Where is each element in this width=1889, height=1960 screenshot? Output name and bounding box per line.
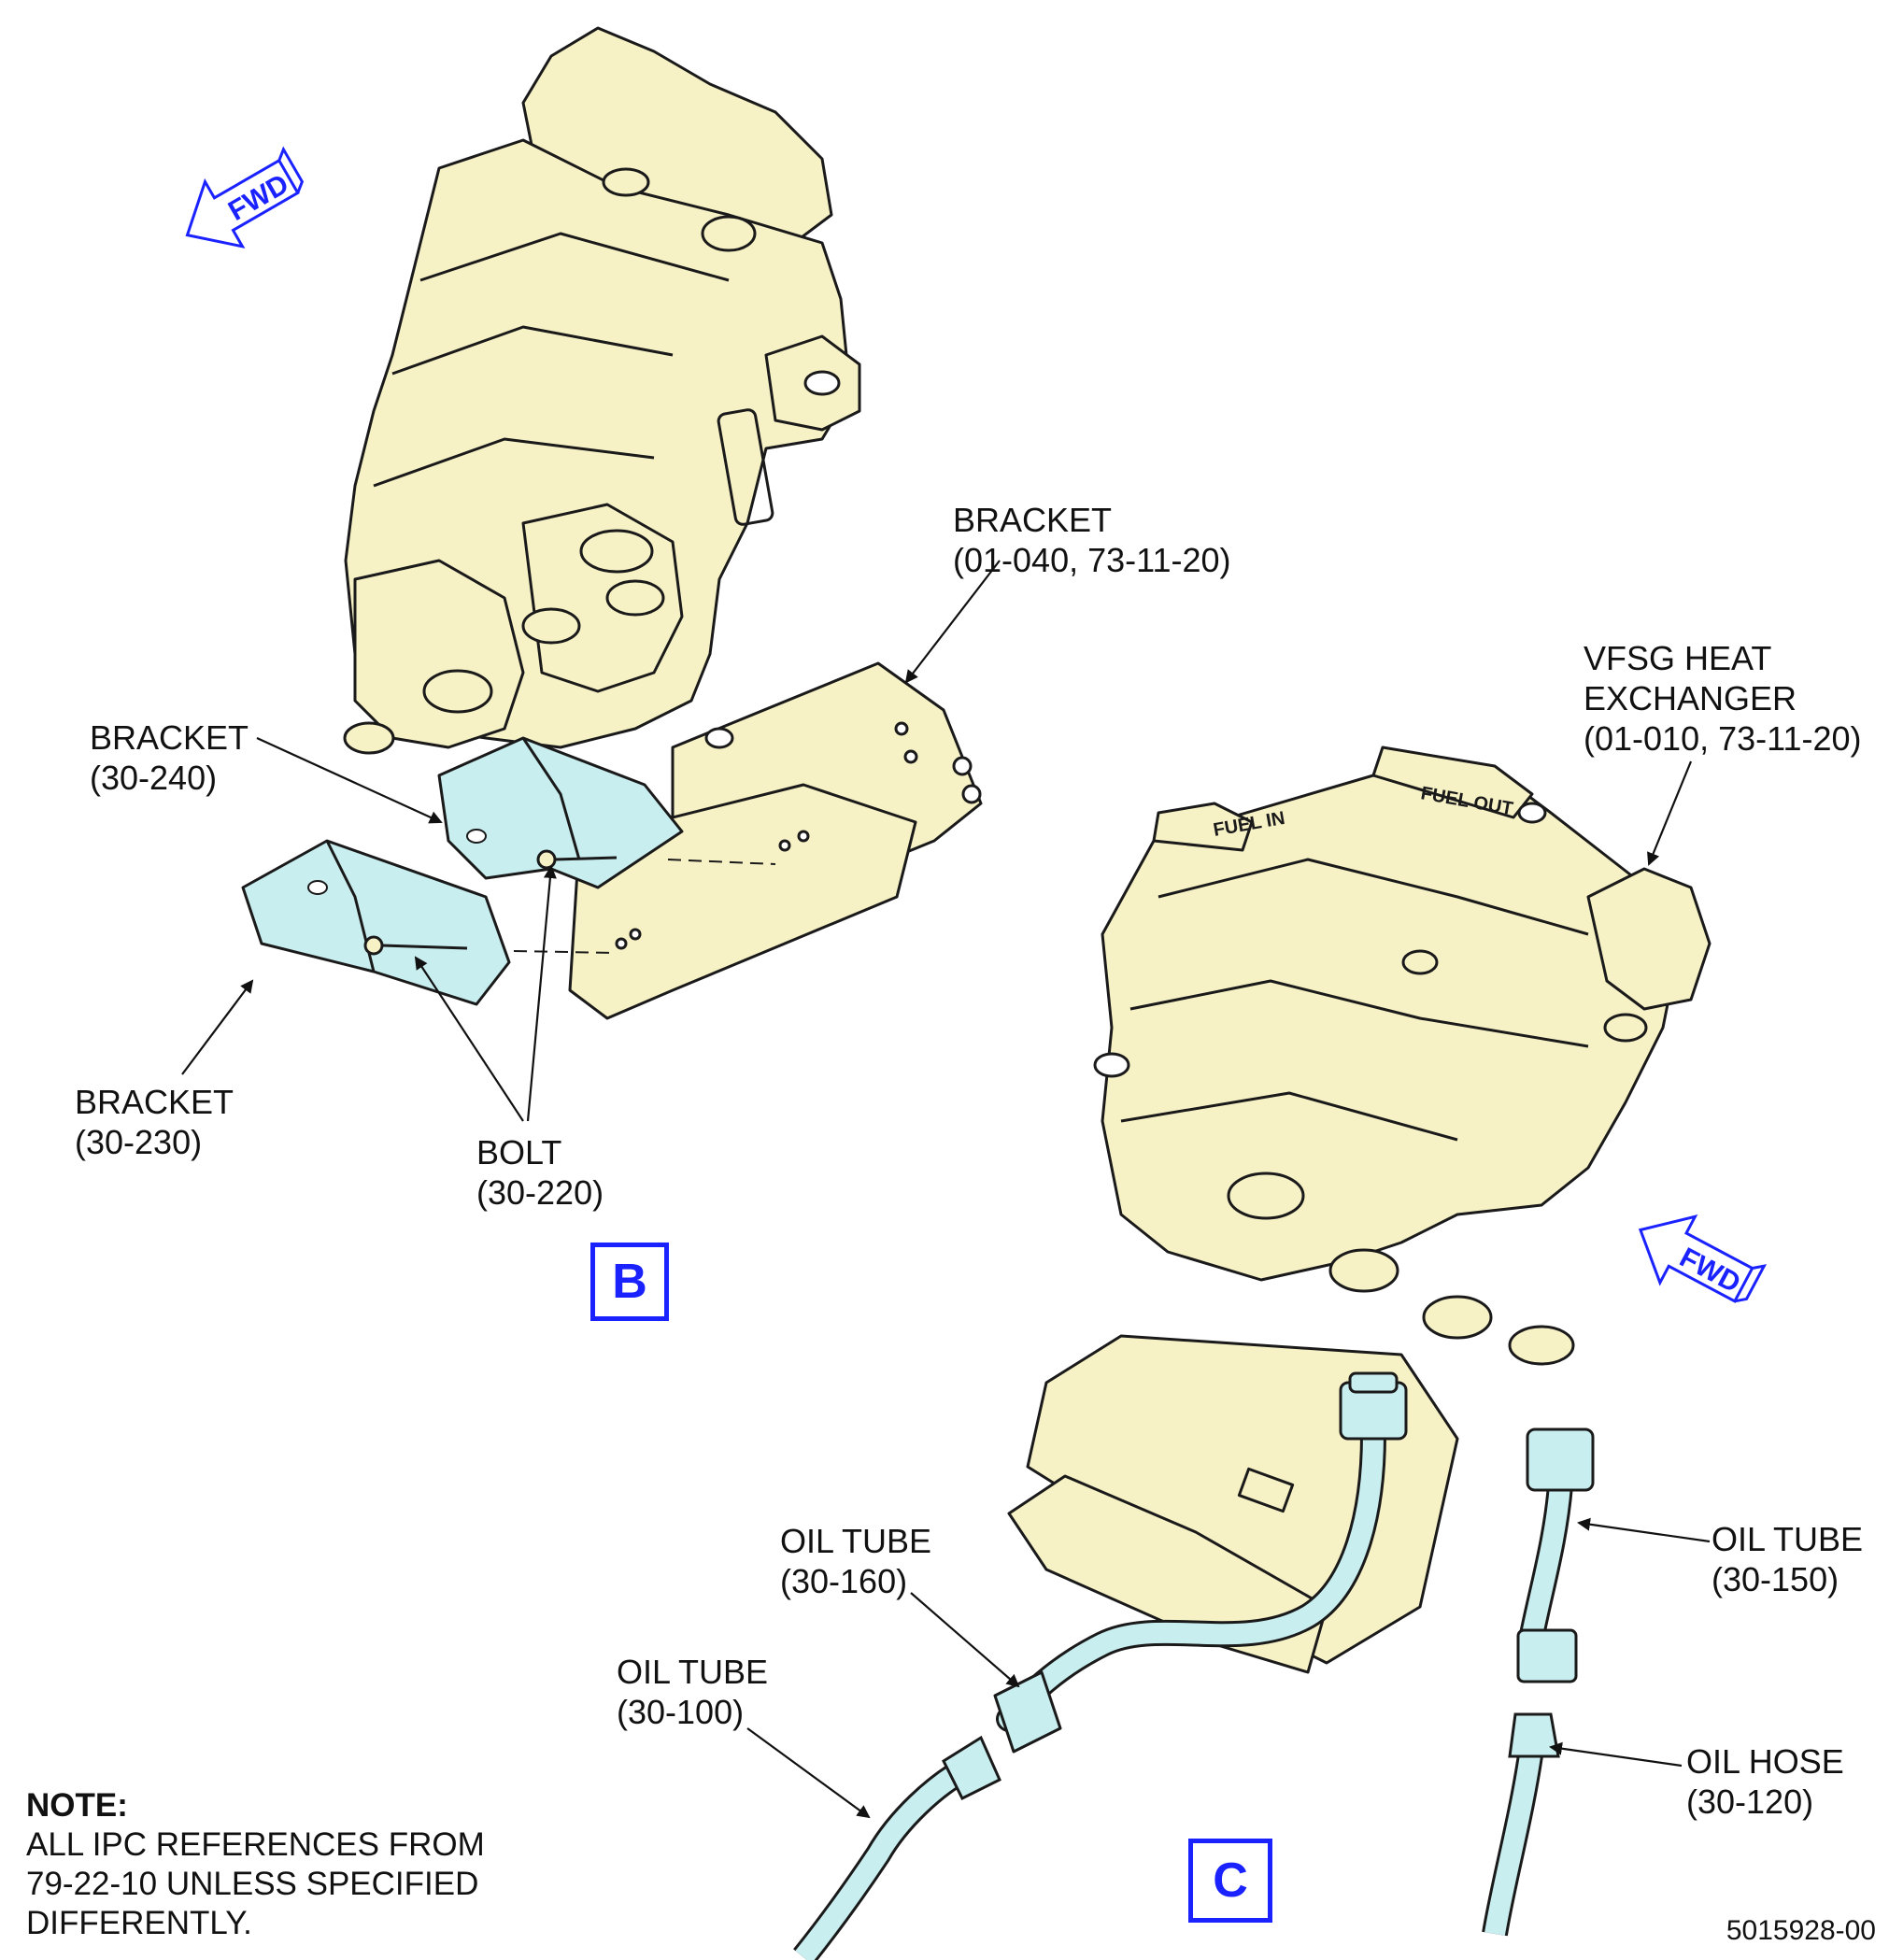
callout-title: BRACKET xyxy=(90,718,249,757)
callout-bracket-30-230: BRACKET (30-230) xyxy=(75,1082,234,1162)
callout-title: OIL HOSE xyxy=(1686,1742,1844,1781)
callout-bolt-30-220: BOLT (30-220) xyxy=(476,1132,604,1213)
callout-vfsg-heat-exchanger: VFSG HEAT EXCHANGER (01-010, 73-11-20) xyxy=(1584,638,1862,759)
ipc-note: NOTE: ALL IPC REFERENCES FROM 79-22-10 U… xyxy=(26,1786,485,1943)
callout-ref: (30-220) xyxy=(476,1173,604,1212)
oil-tube-30-160-shape xyxy=(993,1371,1408,1754)
leader-lines-view-b xyxy=(181,560,1001,1122)
note-line: 79-22-10 UNLESS SPECIFIED xyxy=(26,1866,479,1902)
callout-ref: (01-010, 73-11-20) xyxy=(1584,719,1862,758)
heat-exchanger-view-b xyxy=(343,26,983,1020)
callout-ref: (30-240) xyxy=(90,759,218,797)
callout-title: BRACKET xyxy=(75,1083,234,1121)
callout-title: OIL TUBE xyxy=(617,1653,769,1691)
callout-ref: (01-040, 73-11-20) xyxy=(953,541,1231,579)
callout-bracket-01-040: BRACKET (01-040, 73-11-20) xyxy=(953,500,1231,580)
bracket-30-240-shape xyxy=(437,736,684,889)
callout-oil-tube-30-100: OIL TUBE (30-100) xyxy=(617,1652,768,1732)
callout-ref: (30-160) xyxy=(780,1562,908,1600)
leader-lines-view-c xyxy=(746,760,1711,1819)
callout-oil-hose-30-120: OIL HOSE (30-120) xyxy=(1686,1741,1844,1822)
callout-ref: (30-230) xyxy=(75,1123,203,1161)
callout-title: OIL TUBE xyxy=(1711,1520,1864,1558)
callout-ref: (30-100) xyxy=(617,1693,745,1731)
oil-hose-30-120-shape xyxy=(1482,1712,1560,1937)
view-label-b: B xyxy=(590,1243,669,1321)
callout-bracket-30-240: BRACKET (30-240) xyxy=(90,717,249,798)
callout-line1: VFSG HEAT xyxy=(1584,639,1772,677)
figure-number: 5015928-00 xyxy=(1726,1915,1876,1946)
callout-ref: (30-150) xyxy=(1711,1560,1839,1598)
oil-tube-30-150-shape xyxy=(1516,1427,1595,1683)
note-heading: NOTE: xyxy=(26,1787,128,1824)
fwd-arrow-view-b: FWD xyxy=(185,146,305,249)
note-line: DIFFERENTLY. xyxy=(26,1905,252,1941)
view-letter-c: C xyxy=(1213,1853,1248,1908)
callout-oil-tube-30-160: OIL TUBE (30-160) xyxy=(780,1521,931,1601)
bracket-30-230-shape xyxy=(241,839,511,1006)
callout-title: BRACKET xyxy=(953,501,1113,539)
fwd-arrow-view-c: FWD xyxy=(1638,1214,1768,1303)
note-line: ALL IPC REFERENCES FROM xyxy=(26,1826,485,1863)
callout-title: BOLT xyxy=(476,1133,562,1172)
callout-oil-tube-30-150: OIL TUBE (30-150) xyxy=(1711,1519,1863,1599)
oil-tube-30-100-shape xyxy=(793,1735,1001,1960)
callout-title: OIL TUBE xyxy=(780,1522,932,1560)
callout-ref: (30-120) xyxy=(1686,1782,1814,1821)
bolt-shapes xyxy=(363,849,618,956)
view-letter-b: B xyxy=(612,1255,647,1309)
callout-line2: EXCHANGER xyxy=(1584,679,1797,717)
view-label-c: C xyxy=(1188,1839,1272,1923)
